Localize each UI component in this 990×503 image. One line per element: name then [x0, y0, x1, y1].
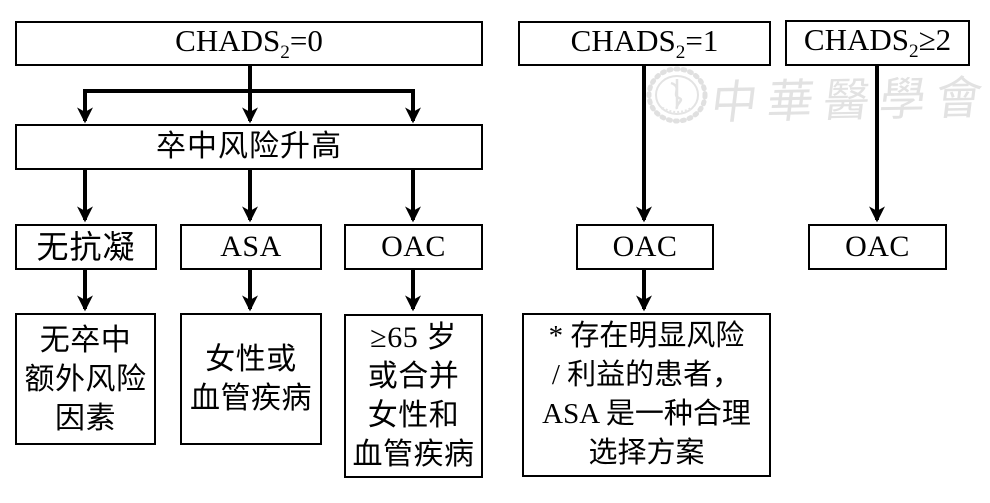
node-no-anticoagulation-label: 无抗凝 [36, 228, 136, 265]
cma-seal-icon [646, 66, 708, 124]
node-asa: ASA [180, 224, 322, 270]
node-asa-label: ASA [220, 229, 282, 263]
node-ge65-or-combined-label: ≥65 岁 或合并 女性和 血管疾病 [352, 321, 475, 471]
node-oac-middle: OAC [576, 224, 714, 270]
node-chads1: CHADS2=1 [518, 21, 771, 66]
node-chads1-label: CHADS2=1 [570, 22, 719, 64]
node-female-or-vascular-label: 女性或 血管疾病 [190, 343, 312, 415]
node-stroke-risk-label: 卒中风险升高 [156, 129, 342, 163]
node-asa-note-label: * 存在明显风险 / 利益的患者， ASA 是一种合理 选择方案 [542, 320, 751, 469]
node-oac-left: OAC [344, 224, 483, 270]
node-chads2: CHADS2≥2 [785, 20, 970, 66]
node-female-or-vascular: 女性或 血管疾病 [180, 313, 322, 445]
node-oac-left-label: OAC [381, 229, 446, 263]
node-oac-right: OAC [808, 224, 947, 270]
node-no-extra-stroke-risk-label: 无卒中 额外风险 因素 [24, 323, 147, 435]
node-oac-middle-label: OAC [612, 229, 678, 263]
node-chads2-label: CHADS2≥2 [803, 22, 952, 63]
node-chads0: CHADS2=0 [15, 21, 483, 66]
node-asa-note: * 存在明显风险 / 利益的患者， ASA 是一种合理 选择方案 [522, 313, 771, 477]
node-no-extra-stroke-risk: 无卒中 额外风险 因素 [15, 313, 156, 445]
node-no-anticoagulation: 无抗凝 [15, 224, 157, 270]
node-chads0-label: CHADS2=0 [175, 22, 323, 64]
node-ge65-or-combined: ≥65 岁 或合并 女性和 血管疾病 [344, 314, 483, 478]
node-stroke-risk: 卒中风险升高 [15, 124, 483, 170]
node-oac-right-label: OAC [845, 229, 910, 263]
